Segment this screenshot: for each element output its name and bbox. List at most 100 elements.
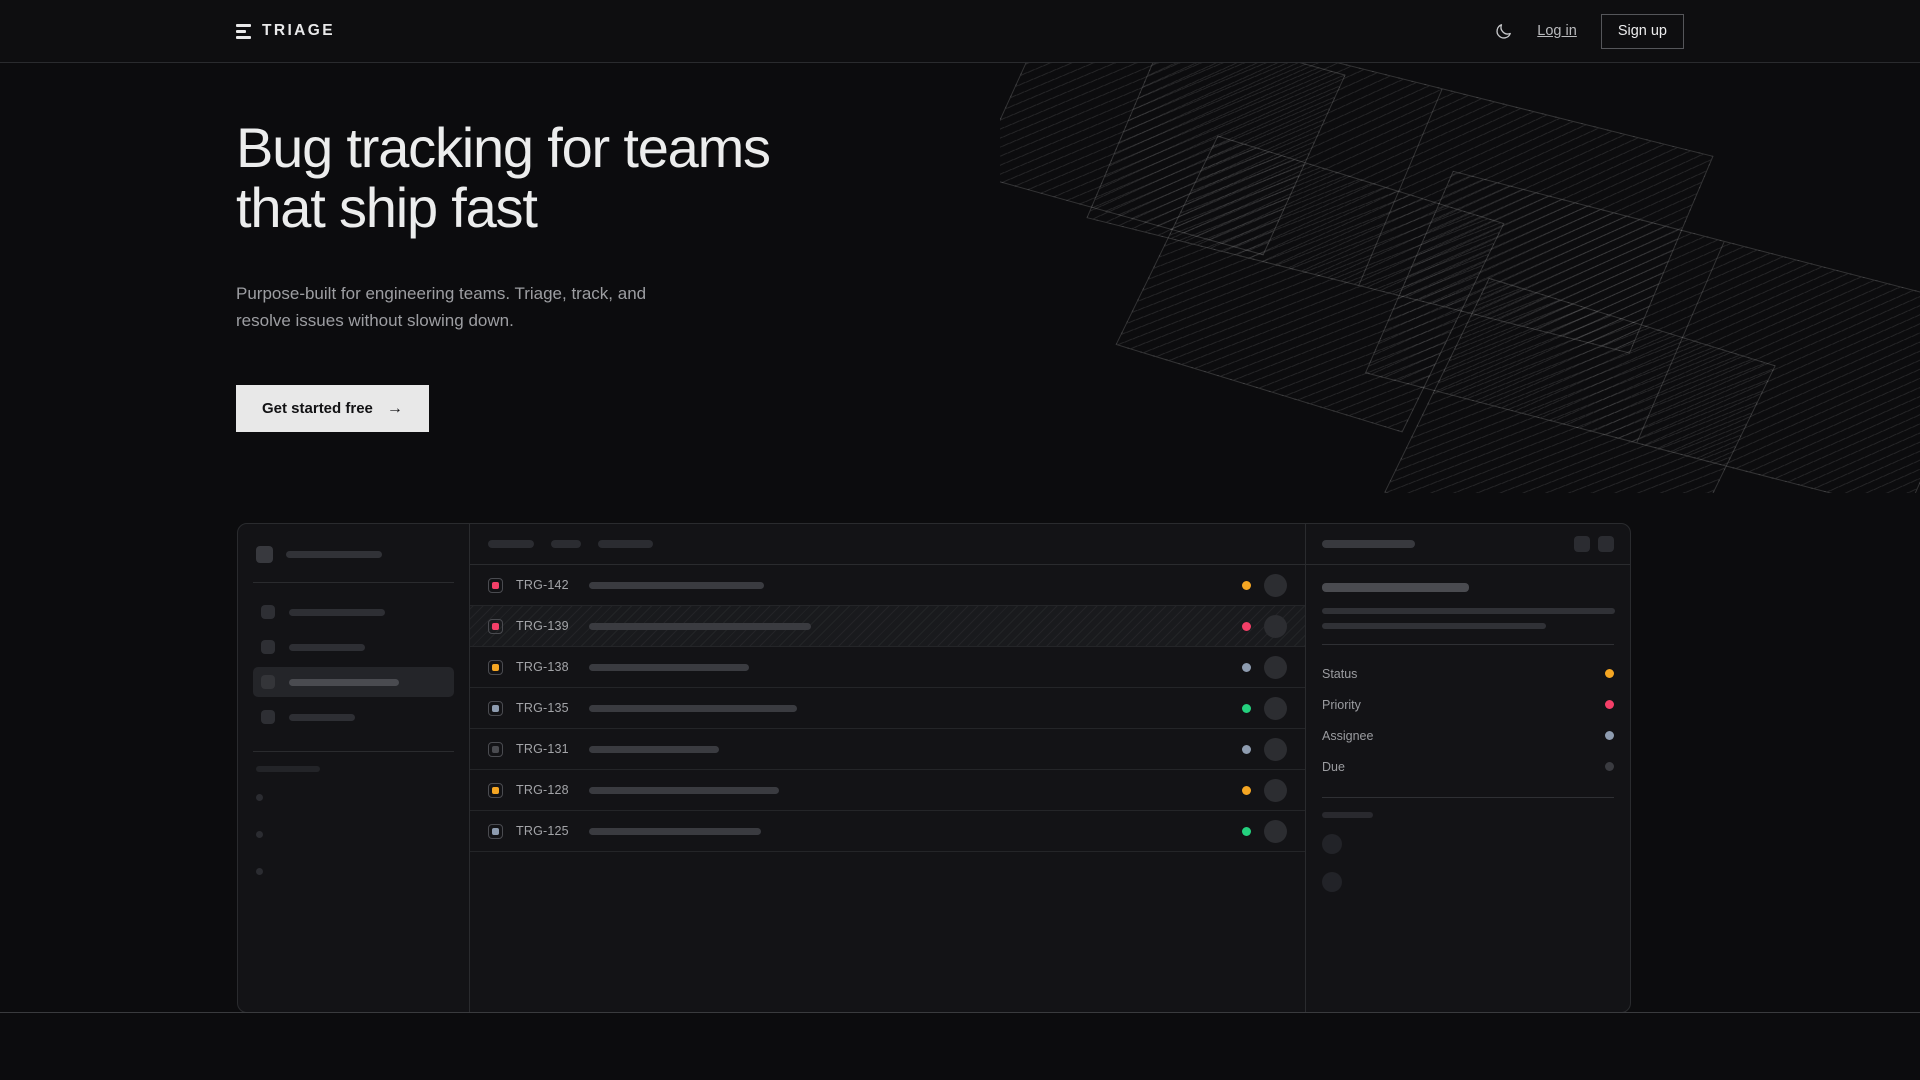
meta-row-priority[interactable]: Priority bbox=[1322, 689, 1614, 720]
sidebar-sub-item-3[interactable] bbox=[256, 868, 263, 875]
issue-title-skeleton bbox=[589, 663, 749, 671]
meta-value-dot[interactable] bbox=[1605, 669, 1614, 678]
assignee-avatar[interactable] bbox=[1264, 819, 1287, 843]
meta-value-dot[interactable] bbox=[1605, 731, 1614, 740]
assignee-avatar[interactable] bbox=[1264, 737, 1287, 761]
sidebar-sub-item-2[interactable] bbox=[256, 831, 263, 838]
status-dot[interactable] bbox=[1242, 744, 1251, 754]
deco-panel bbox=[1115, 135, 1505, 433]
signup-button[interactable]: Sign up bbox=[1600, 13, 1684, 49]
sidebar-item-3[interactable] bbox=[253, 667, 454, 697]
issue-list-toolbar bbox=[470, 524, 1305, 565]
top-navigation-bar: TRIAGE Log in Sign up bbox=[0, 0, 1920, 63]
assignee-avatar[interactable] bbox=[1264, 614, 1287, 638]
toolbar-control-1[interactable] bbox=[488, 540, 534, 548]
login-link[interactable]: Log in bbox=[1537, 23, 1577, 39]
sidebar-divider bbox=[253, 582, 454, 583]
issue-title-skeleton bbox=[589, 581, 764, 589]
status-dot[interactable] bbox=[1242, 580, 1251, 590]
issue-title-skeleton bbox=[589, 704, 797, 712]
priority-chip[interactable] bbox=[488, 659, 503, 675]
activity-avatars bbox=[1322, 834, 1614, 892]
assignee-avatar[interactable] bbox=[1264, 696, 1287, 720]
meta-value-dot[interactable] bbox=[1605, 762, 1614, 771]
meta-row-status[interactable]: Status bbox=[1322, 658, 1614, 689]
detail-action-button-2[interactable] bbox=[1598, 536, 1614, 552]
meta-row-due[interactable]: Due bbox=[1322, 751, 1614, 782]
sidebar-nav-list bbox=[253, 597, 454, 732]
sidebar-item-label-skeleton bbox=[289, 643, 365, 651]
sidebar-item-icon bbox=[261, 675, 275, 689]
priority-chip[interactable] bbox=[488, 618, 503, 634]
issue-id: TRG-128 bbox=[516, 783, 569, 797]
workspace-name-skeleton bbox=[286, 551, 382, 558]
assignee-avatar[interactable] bbox=[1264, 778, 1287, 802]
detail-text-line-2 bbox=[1322, 623, 1546, 629]
sidebar-item-icon bbox=[261, 605, 275, 619]
sidebar-item-icon bbox=[261, 710, 275, 724]
status-dot[interactable] bbox=[1242, 826, 1251, 836]
meta-value-dot[interactable] bbox=[1605, 700, 1614, 709]
assignee-avatar[interactable] bbox=[1264, 573, 1287, 597]
issue-row-meta bbox=[1242, 819, 1287, 843]
meta-label: Priority bbox=[1322, 697, 1361, 712]
page-bottom-divider bbox=[0, 1012, 1920, 1013]
issue-row[interactable]: TRG-142 bbox=[470, 565, 1305, 606]
issue-id: TRG-139 bbox=[516, 619, 569, 633]
issue-id: TRG-131 bbox=[516, 742, 569, 756]
sidebar-item-icon bbox=[261, 640, 275, 654]
assignee-avatar[interactable] bbox=[1264, 655, 1287, 679]
detail-panel-header bbox=[1306, 524, 1630, 565]
moon-icon[interactable] bbox=[1494, 22, 1513, 41]
deco-panel bbox=[1000, 63, 1346, 256]
toolbar-control-2[interactable] bbox=[551, 540, 581, 548]
sidebar-divider bbox=[253, 751, 454, 752]
arrow-right-icon: → bbox=[386, 399, 403, 417]
sidebar-item-label-skeleton bbox=[289, 713, 355, 721]
status-dot[interactable] bbox=[1242, 621, 1251, 631]
issue-row-meta bbox=[1242, 655, 1287, 679]
issue-title-skeleton bbox=[589, 745, 719, 753]
sidebar-item-1[interactable] bbox=[253, 597, 454, 627]
sidebar-item-4[interactable] bbox=[253, 702, 454, 732]
issue-row[interactable]: TRG-135 bbox=[470, 688, 1305, 729]
issue-row[interactable]: TRG-139 bbox=[470, 606, 1305, 647]
issue-row[interactable]: TRG-125 bbox=[470, 811, 1305, 852]
deco-panel bbox=[1364, 170, 1920, 493]
issue-row[interactable]: TRG-131 bbox=[470, 729, 1305, 770]
brand-name: TRIAGE bbox=[262, 22, 335, 39]
workspace-switcher[interactable] bbox=[253, 542, 454, 563]
toolbar-control-3[interactable] bbox=[598, 540, 653, 548]
priority-chip[interactable] bbox=[488, 700, 503, 716]
priority-chip[interactable] bbox=[488, 741, 503, 757]
sidebar-sub-item-1[interactable] bbox=[256, 794, 263, 801]
deco-panel bbox=[1384, 277, 1776, 493]
detail-action-button-1[interactable] bbox=[1574, 536, 1590, 552]
issue-row[interactable]: TRG-138 bbox=[470, 647, 1305, 688]
bars-logo-icon bbox=[236, 23, 251, 39]
priority-chip[interactable] bbox=[488, 782, 503, 798]
issue-title-skeleton bbox=[589, 786, 779, 794]
status-dot[interactable] bbox=[1242, 703, 1251, 713]
activity-avatar-1 bbox=[1322, 834, 1342, 854]
meta-row-assignee[interactable]: Assignee bbox=[1322, 720, 1614, 751]
status-dot[interactable] bbox=[1242, 785, 1251, 795]
priority-chip[interactable] bbox=[488, 823, 503, 839]
brand-logo[interactable]: TRIAGE bbox=[236, 22, 335, 40]
nav-actions: Log in Sign up bbox=[1494, 13, 1684, 49]
sidebar-section-label-skeleton bbox=[256, 766, 320, 772]
sidebar-item-2[interactable] bbox=[253, 632, 454, 662]
issue-row-meta bbox=[1242, 696, 1287, 720]
detail-heading-skeleton bbox=[1322, 583, 1469, 592]
meta-label: Status bbox=[1322, 666, 1358, 681]
detail-divider bbox=[1322, 644, 1614, 645]
page-title: Bug tracking for teams that ship fast bbox=[236, 116, 771, 240]
status-dot[interactable] bbox=[1242, 662, 1251, 672]
meta-label: Due bbox=[1322, 759, 1345, 774]
priority-chip[interactable] bbox=[488, 577, 503, 593]
issue-row[interactable]: TRG-128 bbox=[470, 770, 1305, 811]
sidebar-item-label-skeleton bbox=[289, 678, 399, 686]
get-started-button[interactable]: Get started free → bbox=[236, 385, 429, 432]
